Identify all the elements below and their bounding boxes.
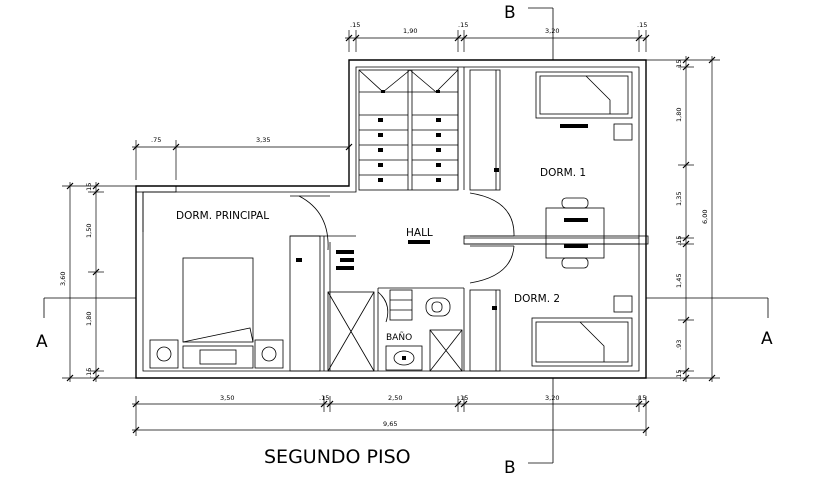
dim-top-4: 3,20 bbox=[545, 27, 559, 35]
dimension-left-vertical bbox=[62, 182, 136, 382]
dim-top-2: 1,90 bbox=[403, 27, 417, 35]
section-line-b bbox=[528, 7, 554, 464]
dim-left-v-4: .15 bbox=[85, 368, 93, 378]
dim-bottom-3: 2,50 bbox=[388, 394, 402, 402]
section-line-a bbox=[43, 297, 769, 318]
dim-bottom-5: 3,20 bbox=[545, 394, 559, 402]
window-bars bbox=[135, 185, 649, 245]
master-bed bbox=[149, 257, 284, 369]
dim-top-1: .15 bbox=[350, 21, 360, 29]
room-label-bano: BAÑO bbox=[386, 332, 412, 343]
dim-right-v-5: 1,45 bbox=[675, 274, 683, 288]
dorm1-bed bbox=[494, 71, 633, 172]
dim-right-v-1: .15 bbox=[675, 60, 683, 70]
dimension-left-upper bbox=[132, 140, 353, 180]
dim-right-v-total: 6,00 bbox=[701, 210, 709, 224]
room-label-dorm1: DORM. 1 bbox=[540, 167, 586, 179]
dim-right-v-6: .93 bbox=[675, 340, 683, 350]
dim-left-v-total: 3,60 bbox=[59, 272, 67, 286]
dim-left-upper-2: 3,35 bbox=[256, 136, 270, 144]
bath-sink bbox=[385, 345, 423, 371]
room-label-dorm2: DORM. 2 bbox=[514, 293, 560, 305]
dorm2-bed bbox=[492, 295, 633, 367]
dim-bottom-2: .15 bbox=[319, 394, 329, 402]
room-label-hall: HALL bbox=[406, 227, 433, 239]
drawing-title: SEGUNDO PISO bbox=[264, 446, 411, 468]
dim-right-v-3: 1,35 bbox=[675, 192, 683, 206]
dim-left-upper-1: .75 bbox=[151, 136, 161, 144]
dim-left-v-1: .15 bbox=[85, 183, 93, 193]
dim-top-3: .15 bbox=[458, 21, 468, 29]
section-mark-b-bottom: B bbox=[504, 458, 516, 478]
dimension-right-vertical bbox=[646, 56, 720, 382]
dim-bottom-4: .15 bbox=[458, 394, 468, 402]
hall-mark bbox=[408, 240, 430, 244]
dimension-bottom bbox=[132, 396, 650, 436]
dim-top-5: .15 bbox=[637, 21, 647, 29]
dimension-top bbox=[345, 30, 650, 52]
section-mark-a-left: A bbox=[36, 332, 48, 352]
dim-left-v-3: 1,80 bbox=[85, 312, 93, 326]
dim-right-v-2: 1,80 bbox=[675, 108, 683, 122]
doors bbox=[142, 192, 515, 323]
dim-bottom-6: .15 bbox=[636, 394, 646, 402]
dim-bottom-total: 9,65 bbox=[383, 420, 397, 428]
study-table bbox=[545, 197, 605, 269]
dim-left-v-2: 1,50 bbox=[85, 224, 93, 238]
dorm-principal-closet bbox=[296, 250, 354, 270]
dim-bottom-1: 3,50 bbox=[220, 394, 234, 402]
dim-right-v-7: .15 bbox=[675, 370, 683, 380]
dim-right-v-4: .15 bbox=[675, 236, 683, 246]
room-label-dorm-principal: DORM. PRINCIPAL bbox=[176, 210, 269, 222]
staircase bbox=[358, 69, 459, 190]
section-mark-b-top: B bbox=[504, 3, 516, 23]
section-mark-a-right: A bbox=[761, 329, 773, 349]
